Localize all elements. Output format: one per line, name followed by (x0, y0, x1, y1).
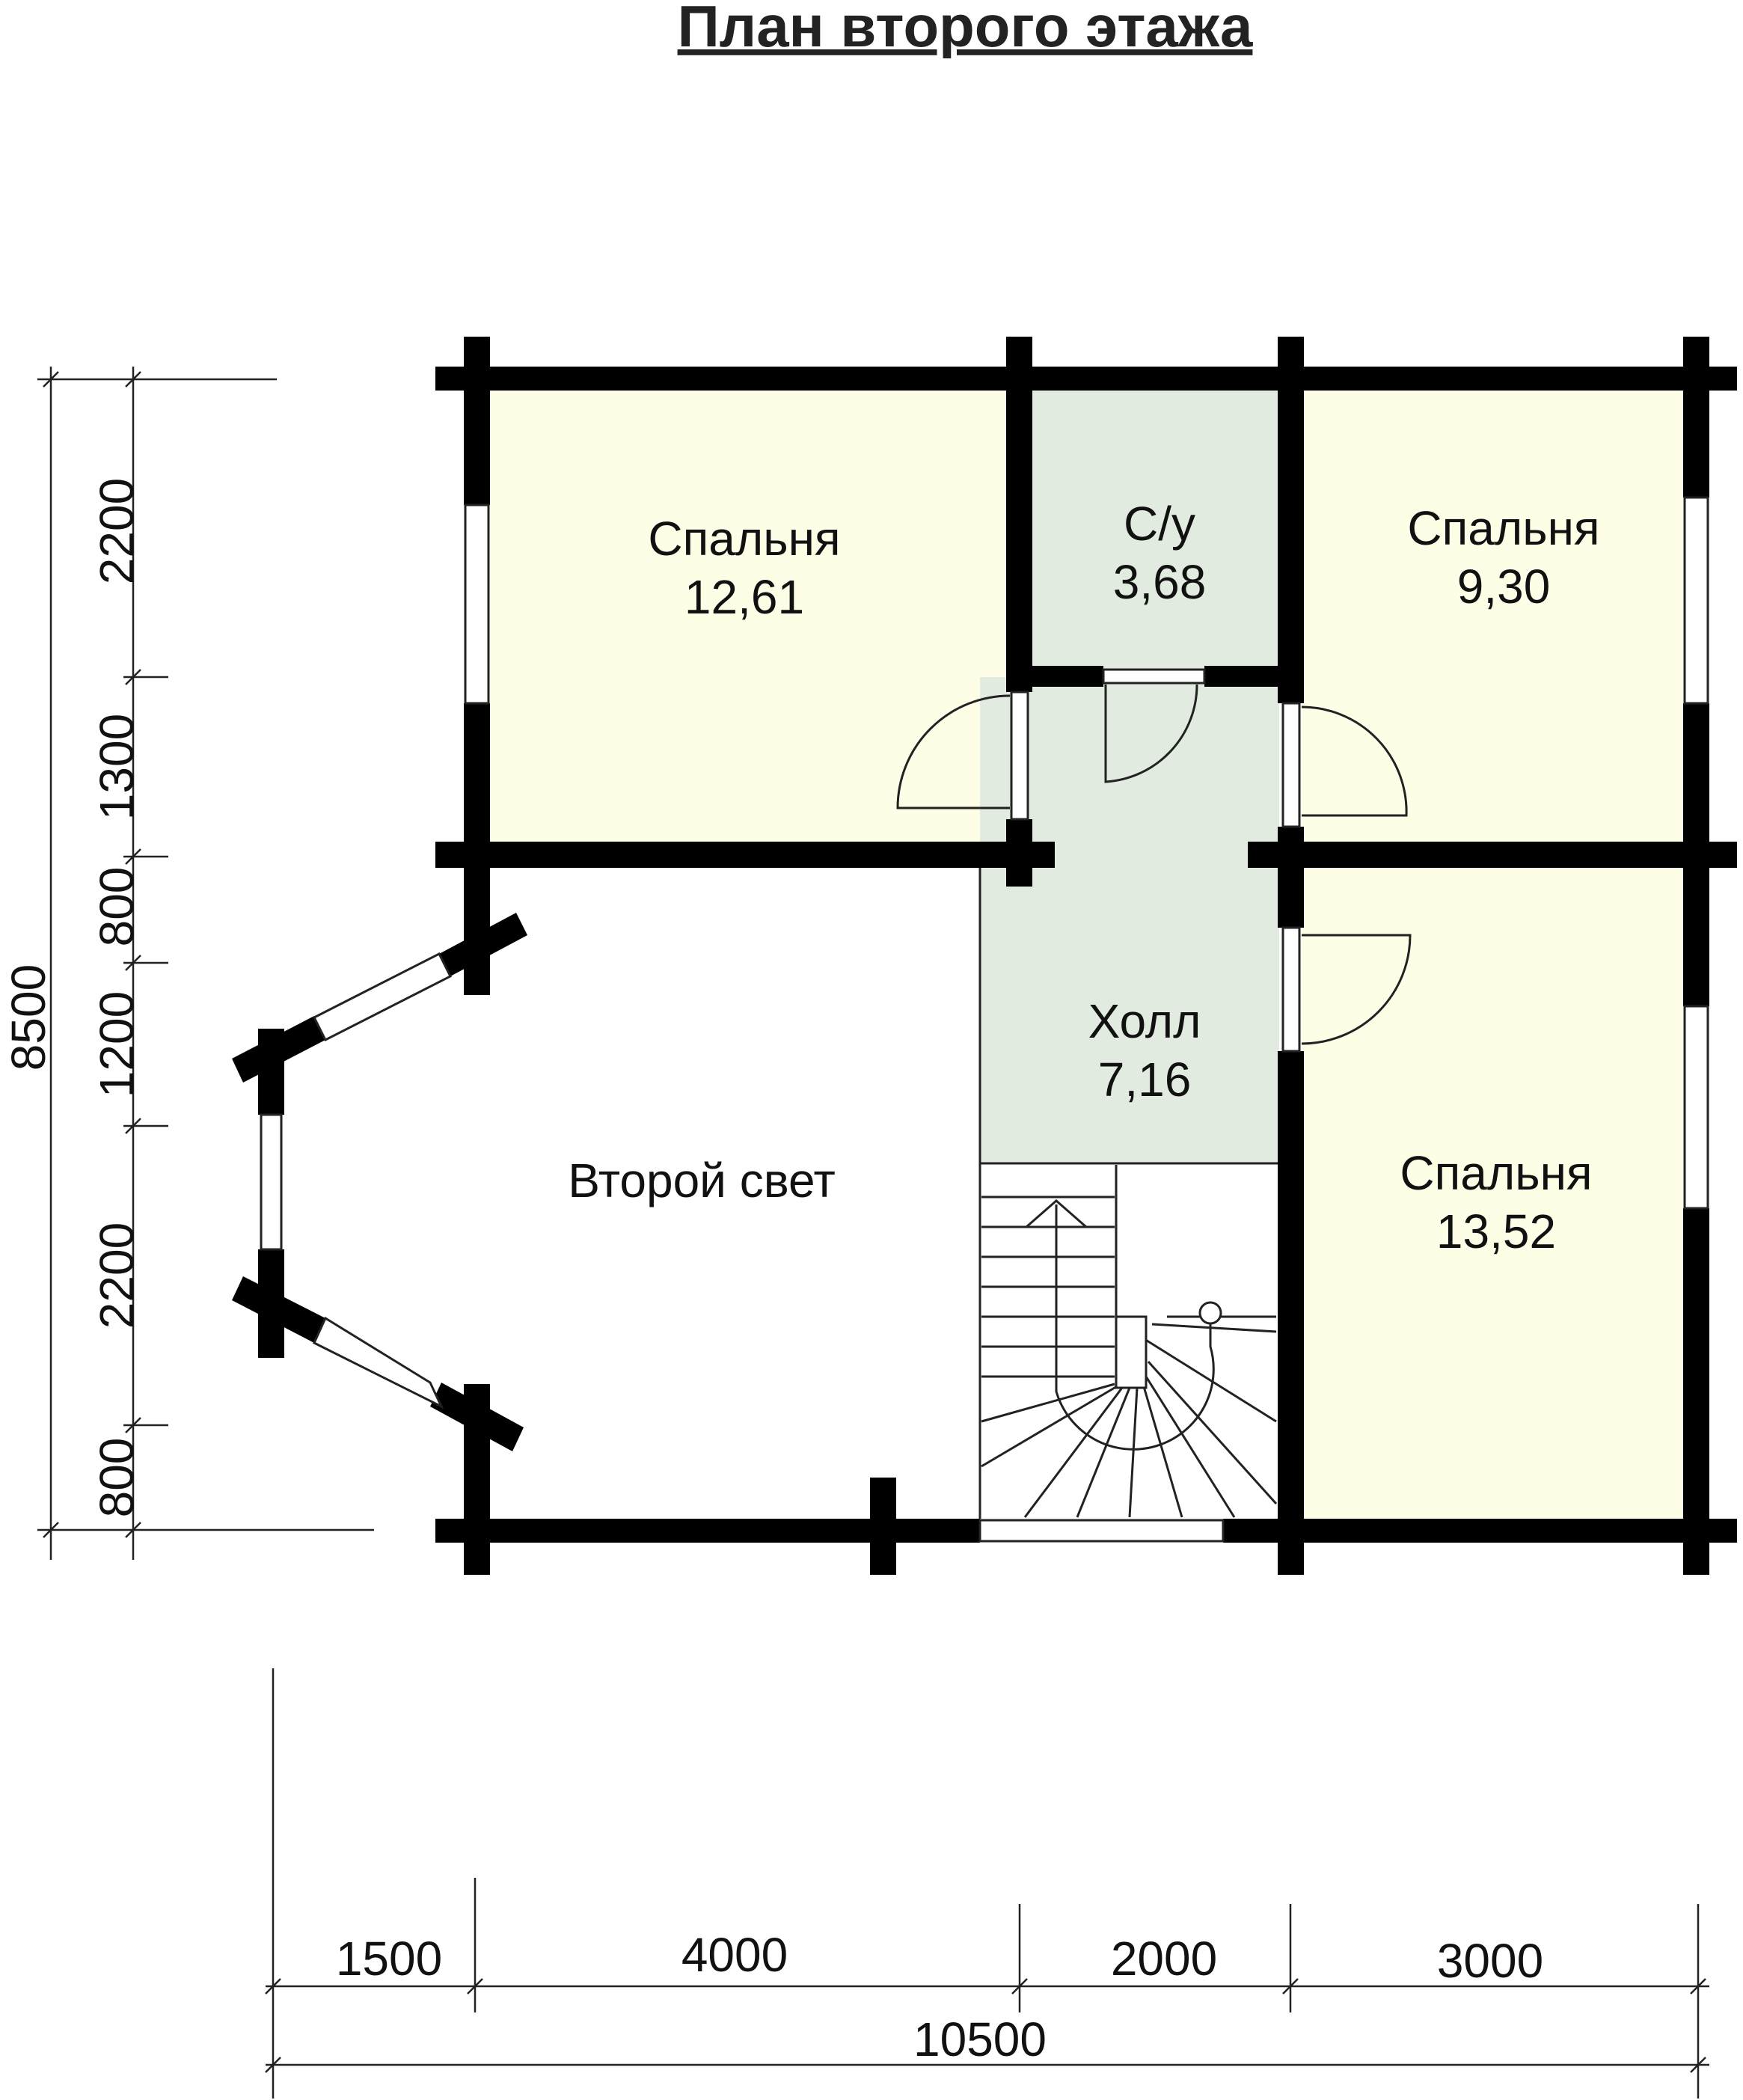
door-swing-wc (1104, 684, 1198, 783)
wall-mid-right (1248, 842, 1737, 868)
room-area-bedroom-ne: 9,30 (1457, 560, 1551, 613)
staircase (981, 1196, 1278, 1518)
dim-horizontal-total: 10500 (913, 2012, 1047, 2066)
plan-title: План второго этажа (678, 0, 1253, 59)
window-bay-lower (313, 1316, 444, 1409)
stair-winder (1076, 1387, 1131, 1518)
room-name-wc: С/у (1124, 497, 1195, 551)
bedroom-se-fill (1302, 860, 1683, 1519)
room-area-hall: 7,16 (1098, 1053, 1192, 1106)
bedroom-ne-fill (1302, 389, 1683, 845)
room-name-hall: Холл (1088, 994, 1201, 1048)
window-se-bedroom (1683, 1005, 1709, 1210)
door-frame-bedroom-ne (1281, 702, 1301, 828)
dim-horizontal-segment: 2000 (1111, 1932, 1217, 1986)
window-nw-bedroom (464, 503, 490, 705)
walls (232, 337, 1737, 1575)
wall-ne-se-stub (1278, 827, 1304, 928)
wall-top (435, 367, 1737, 391)
horizontal-dimensions (265, 1668, 1709, 2099)
window-bay-upper (312, 952, 453, 1042)
door-frame-bedroom-se (1281, 926, 1301, 1053)
door-swing-bedroom-nw (896, 694, 1011, 809)
wall-mid-left (435, 842, 1055, 868)
doors (896, 668, 1412, 1053)
door-swing-bedroom-se (1301, 934, 1412, 1045)
vertical-dimension-labels: 8500 2200 1300 800 1200 2200 800 (1, 478, 144, 1518)
wall-hall-se (1278, 1051, 1304, 1575)
stair-arrow-head (1026, 1199, 1087, 1228)
dim-vertical-segment: 800 (90, 1438, 144, 1518)
wall-bottom-right (1223, 1519, 1737, 1543)
wall-bottom-left (435, 1519, 980, 1543)
dim-vertical-segment: 2200 (90, 478, 144, 584)
room-name-bedroom-ne: Спальня (1407, 501, 1599, 555)
dim-horizontal-segment: 4000 (681, 1928, 788, 1982)
window-ne-bedroom (1683, 496, 1709, 705)
room-area-bedroom-nw: 12,61 (684, 570, 804, 624)
stair-winder (1142, 1383, 1183, 1518)
stair-winder (1144, 1338, 1277, 1423)
door-frame-bedroom-nw (1010, 691, 1029, 821)
window-bay-center (260, 1113, 283, 1251)
dim-vertical-segment: 1300 (90, 714, 144, 820)
door-swing-bedroom-ne (1301, 705, 1408, 817)
door-frame-wc (1102, 668, 1206, 685)
room-labels: Спальня 12,61 С/у 3,68 Спальня 9,30 Холл… (568, 497, 1599, 1258)
wall-stub-mid (1006, 819, 1032, 887)
window-bottom (978, 1519, 1225, 1543)
stair-winder (1145, 1376, 1236, 1518)
wall-right-3 (1683, 1208, 1709, 1575)
stair-winder (981, 1383, 1115, 1423)
room-area-bedroom-se: 13,52 (1436, 1204, 1556, 1258)
wall-wc-bottom-left (1032, 666, 1103, 687)
stair-newel (1115, 1315, 1148, 1389)
stair-winder (1128, 1387, 1139, 1518)
horizontal-dimension-labels: 1500 4000 2000 3000 10500 (336, 1928, 1543, 2066)
room-name-bedroom-nw: Спальня (648, 512, 840, 566)
vertical-dimensions (37, 367, 374, 1560)
dim-horizontal-segment: 3000 (1437, 1934, 1543, 1988)
bay-wall-se (430, 1383, 524, 1451)
hall-fill (980, 677, 1279, 1163)
room-area-wc: 3,68 (1113, 555, 1207, 609)
room-name-bedroom-se: Спальня (1400, 1146, 1592, 1200)
wc-fill (1021, 389, 1287, 670)
wall-wc-ne-upper (1278, 337, 1304, 703)
wall-bedroom-wc (1006, 337, 1032, 692)
room-fills (490, 389, 1683, 1519)
bay-wall-ne (439, 913, 527, 976)
wall-right-2 (1683, 703, 1709, 1006)
room-name-second-light: Второй свет (568, 1154, 836, 1207)
dim-vertical-segment: 2200 (90, 1222, 144, 1329)
dim-vertical-total: 8500 (1, 964, 55, 1071)
stair-direction-arc (1055, 1204, 1215, 1451)
dim-vertical-segment: 1200 (90, 991, 144, 1098)
stair-end-circle (1198, 1301, 1222, 1325)
bedroom-nw-fill (490, 389, 1014, 845)
dim-vertical-segment: 800 (90, 867, 144, 947)
wall-right-1 (1683, 337, 1709, 498)
wall-wc-bottom-right (1204, 666, 1278, 687)
stair-winder (1147, 1360, 1278, 1505)
stair-winder (1151, 1323, 1277, 1333)
bay-wall-sw (232, 1276, 325, 1343)
bay-wall-nw (232, 1016, 325, 1083)
dim-horizontal-segment: 1500 (336, 1932, 442, 1986)
wall-left-upper (464, 337, 490, 505)
wall-bottom-stub (870, 1478, 896, 1575)
windows (260, 496, 1709, 1543)
stair-winder (981, 1384, 1119, 1468)
stair-winder (1023, 1387, 1124, 1518)
